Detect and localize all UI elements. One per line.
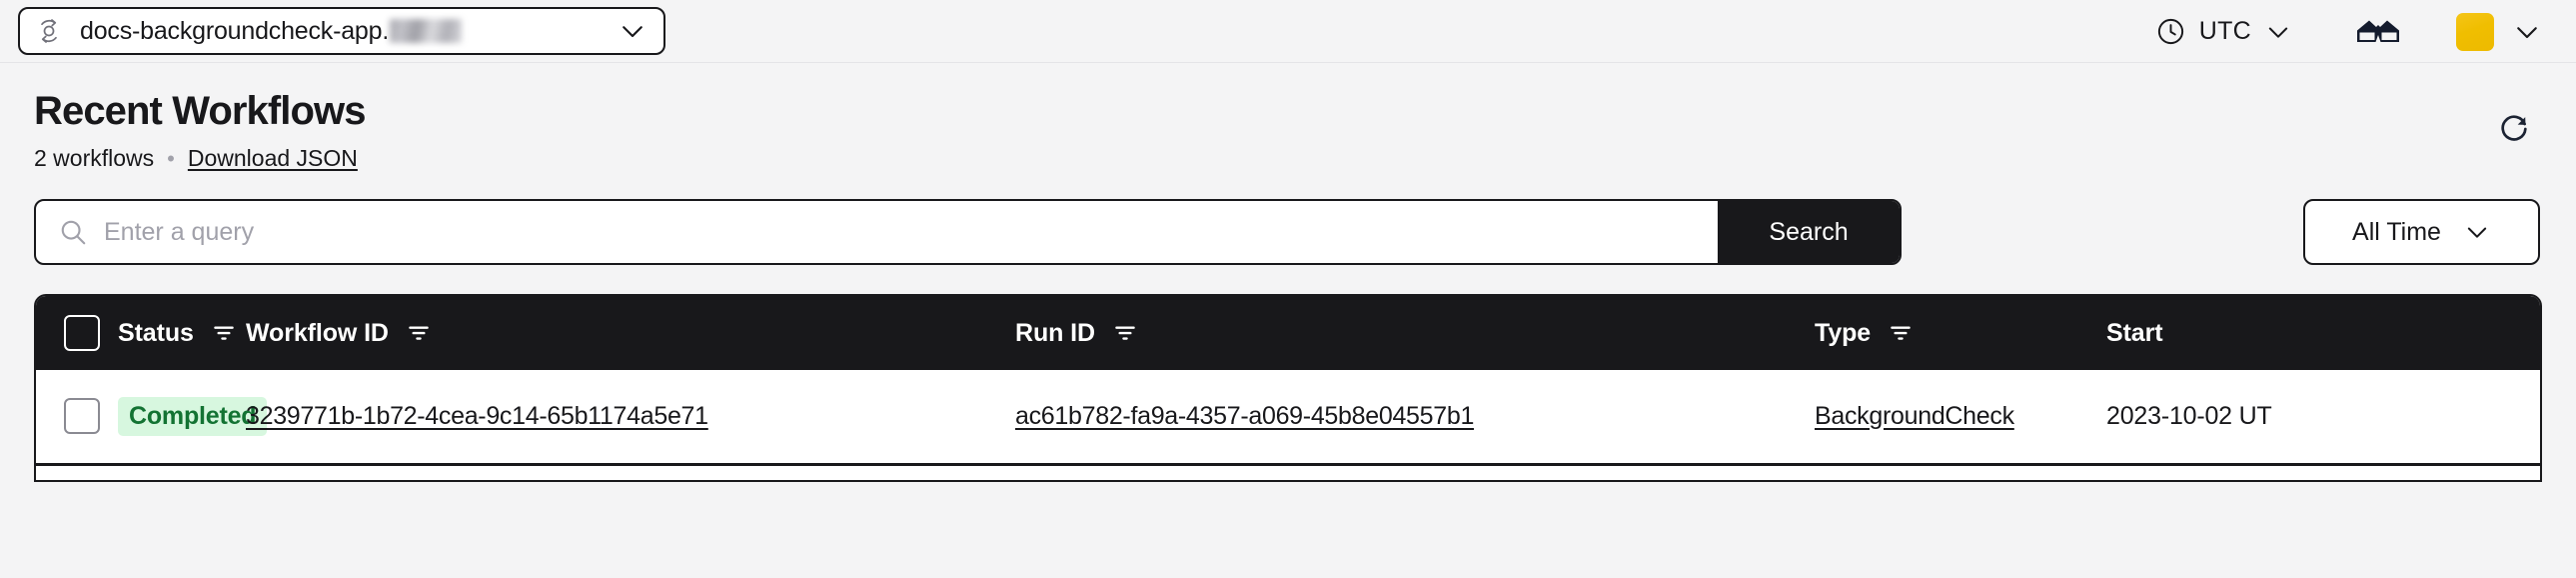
column-header-run-id[interactable]: Run ID [1015,296,1815,370]
chevron-down-icon[interactable] [2463,218,2491,246]
namespace-selector[interactable]: docs-backgroundcheck-app. [18,7,665,55]
search-field[interactable] [36,201,1718,263]
filter-icon[interactable] [406,320,432,346]
column-header-status[interactable]: Status [118,296,246,370]
timezone-label: UTC [2198,17,2251,45]
time-range-label: All Time [2352,217,2441,246]
search-box: Search [34,199,1902,265]
search-input[interactable] [104,201,1718,263]
workflow-type-link[interactable]: BackgroundCheck [1815,401,2014,430]
clock-icon [2155,16,2186,47]
column-label-run-id: Run ID [1015,318,1095,347]
select-all-header [36,296,118,370]
separator: • [167,145,175,171]
chevron-down-icon[interactable] [618,16,647,46]
cell-type: BackgroundCheck [1815,370,2106,464]
time-range-selector[interactable]: All Time [2303,199,2540,265]
status-badge: Completed [118,396,268,436]
top-bar: docs-backgroundcheck-app. UTC [0,0,2576,63]
workflows-table: Status Workflow I [34,294,2542,482]
page-title: Recent Workflows [34,89,367,133]
table-row-partial [36,465,2540,480]
top-bar-actions: UTC [2145,0,2542,63]
workflow-id-link[interactable]: 3239771b-1b72-4cea-9c14-65b1174a5e71 [246,401,708,430]
cell-status: Completed [118,370,268,464]
column-header-type[interactable]: Type [1815,296,2106,370]
chevron-down-icon[interactable] [2512,17,2542,47]
glasses-icon[interactable] [2346,10,2410,54]
column-label-type: Type [1815,318,1872,347]
filter-icon[interactable] [1112,320,1138,346]
run-id-link[interactable]: ac61b782-fa9a-4357-a069-45b8e04557b1 [1015,401,1475,430]
page-content: Recent Workflows 2 workflows • Download … [0,63,2576,482]
avatar [2456,12,2494,51]
namespace-redacted-block [390,18,463,43]
refresh-icon[interactable] [2488,103,2540,155]
column-header-start: Start [2106,296,2540,370]
timezone-selector[interactable]: UTC [2145,10,2302,53]
cell-run-id: ac61b782-fa9a-4357-a069-45b8e04557b1 [1015,370,1815,464]
column-header-workflow-id[interactable]: Workflow ID [246,296,1015,370]
namespace-label: docs-backgroundcheck-app. [80,17,463,46]
namespace-sync-icon [34,16,64,46]
column-label-workflow-id: Workflow ID [246,318,389,347]
filter-icon[interactable] [1888,320,1914,346]
table-header-row: Status Workflow I [36,296,2540,370]
page-header: Recent Workflows 2 workflows • Download … [34,63,2542,172]
column-label-start: Start [2106,318,2163,347]
page-subtitle: 2 workflows • Download JSON [34,145,2542,172]
row-select-cell [36,370,118,464]
column-label-status: Status [118,318,194,347]
search-icon [58,217,88,247]
filter-icon[interactable] [211,320,237,346]
select-all-checkbox[interactable] [64,315,100,351]
workflow-count: 2 workflows [34,145,155,171]
chevron-down-icon[interactable] [2264,18,2292,46]
search-button[interactable]: Search [1718,201,1900,263]
row-checkbox[interactable] [64,398,100,435]
user-menu[interactable] [2456,12,2542,51]
search-row: Search All Time [34,199,2542,265]
cell-start: 2023-10-02 UT [2106,401,2272,430]
table-row[interactable]: Completed 3239771b-1b72-4cea-9c14-65b117… [36,370,2540,464]
cell-workflow-id: 3239771b-1b72-4cea-9c14-65b1174a5e71 [246,370,1015,464]
download-json-link[interactable]: Download JSON [187,145,358,171]
